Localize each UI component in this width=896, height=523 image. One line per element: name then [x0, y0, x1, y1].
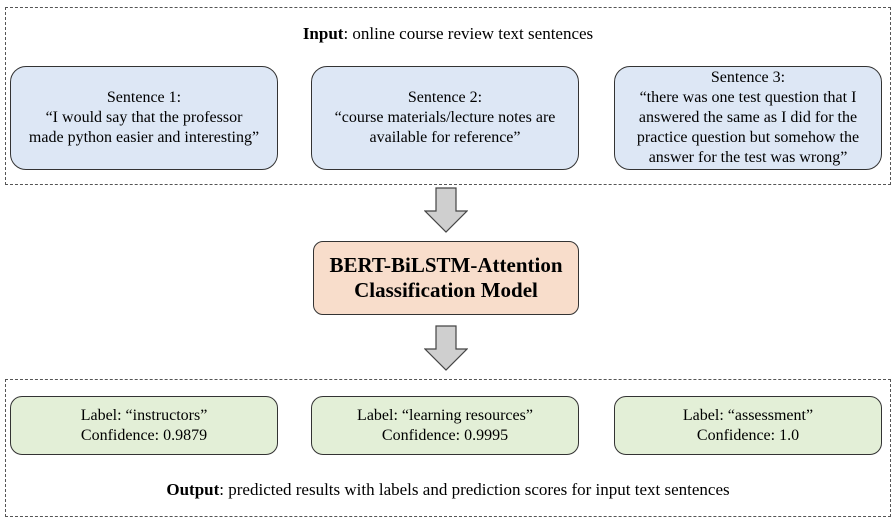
- sentence-3-line: answered the same as I did for the: [638, 109, 858, 126]
- sentence-1-title: Sentence 1:: [106, 89, 182, 106]
- result-1-box: Label: “instructors” Confidence: 0.9879: [10, 396, 278, 455]
- sentence-2-line: available for reference”: [369, 129, 521, 146]
- classification-model-box: BERT-BiLSTM-Attention Classification Mod…: [313, 241, 579, 315]
- sentence-3-line: “there was one test question that I: [639, 89, 857, 106]
- sentence-2-box: Sentence 2: “course materials/lecture no…: [311, 66, 579, 170]
- output-panel: Output: predicted results with labels an…: [5, 379, 891, 517]
- down-arrow-icon: [424, 325, 468, 371]
- output-caption: Output: predicted results with labels an…: [6, 480, 890, 500]
- down-arrow-icon: [424, 187, 468, 233]
- sentence-3-box: Sentence 3: “there was one test question…: [614, 66, 882, 170]
- result-3-label: Label: “assessment”: [682, 406, 814, 424]
- result-2-confidence: Confidence: 0.9995: [381, 426, 509, 444]
- sentence-3-line: practice question but somehow the: [636, 129, 860, 146]
- sentence-1-box: Sentence 1: “I would say that the profes…: [10, 66, 278, 170]
- input-caption: Input: online course review text sentenc…: [6, 24, 890, 44]
- output-caption-label: Output: [166, 480, 220, 499]
- model-name-line: Classification Model: [354, 278, 538, 302]
- result-1-label: Label: “instructors”: [80, 406, 208, 424]
- sentence-2-line: “course materials/lecture notes are: [334, 109, 556, 126]
- sentence-1-line: “I would say that the professor: [45, 109, 243, 126]
- result-2-box: Label: “learning resources” Confidence: …: [311, 396, 579, 455]
- sentence-3-title: Sentence 3:: [710, 69, 786, 86]
- result-1-confidence: Confidence: 0.9879: [80, 426, 208, 444]
- sentence-2-title: Sentence 2:: [407, 89, 483, 106]
- input-panel: Input: online course review text sentenc…: [5, 7, 891, 185]
- result-3-box: Label: “assessment” Confidence: 1.0: [614, 396, 882, 455]
- sentence-3-line: answer for the test was wrong”: [648, 149, 848, 166]
- sentence-1-line: made python easier and interesting”: [28, 129, 260, 146]
- input-caption-label: Input: [302, 24, 344, 43]
- result-3-confidence: Confidence: 1.0: [696, 426, 800, 444]
- output-caption-text: : predicted results with labels and pred…: [219, 480, 730, 499]
- result-2-label: Label: “learning resources”: [357, 406, 533, 424]
- model-name-line: BERT-BiLSTM-Attention: [329, 253, 563, 277]
- input-caption-text: : online course review text sentences: [343, 24, 594, 43]
